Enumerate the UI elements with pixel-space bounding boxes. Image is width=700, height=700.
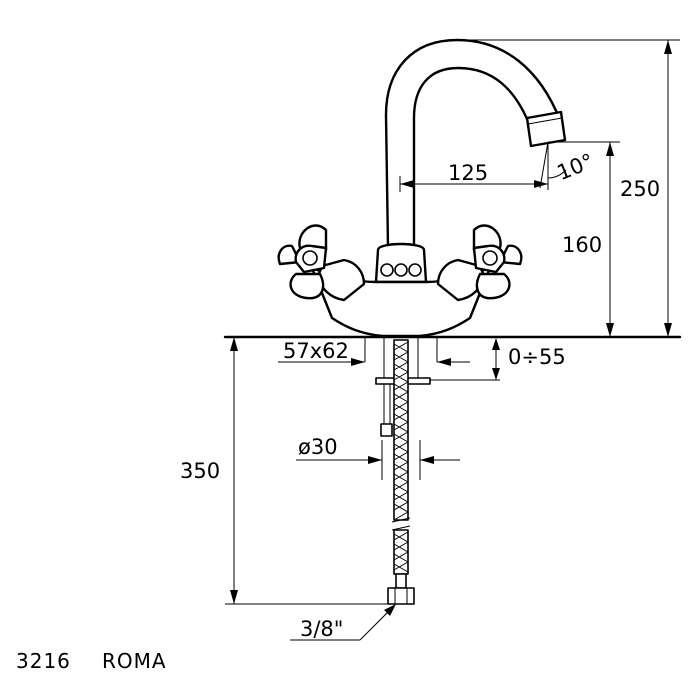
label-deck-thickness: 0÷55: [508, 345, 566, 369]
hose-nut: [387, 587, 415, 605]
product-code: 3216: [16, 649, 71, 673]
aerator: [525, 110, 567, 148]
label-spout-angle: 10°: [554, 149, 598, 185]
braided-hose: [387, 339, 415, 605]
right-cross-handle: [472, 224, 523, 300]
label-spout-reach: 125: [448, 161, 488, 185]
label-hose-length: 350: [180, 459, 220, 483]
product-name: ROMA: [102, 649, 167, 673]
label-shank-diameter: ø30: [298, 435, 338, 459]
label-hole-size: 57x62: [283, 339, 349, 363]
dimension-lines: [225, 39, 680, 641]
label-total-height: 250: [620, 177, 660, 201]
label-spout-height: 160: [562, 233, 602, 257]
label-connection: 3/8": [300, 617, 343, 641]
left-cross-handle: [277, 224, 328, 300]
faucet-outline: [223, 38, 682, 605]
